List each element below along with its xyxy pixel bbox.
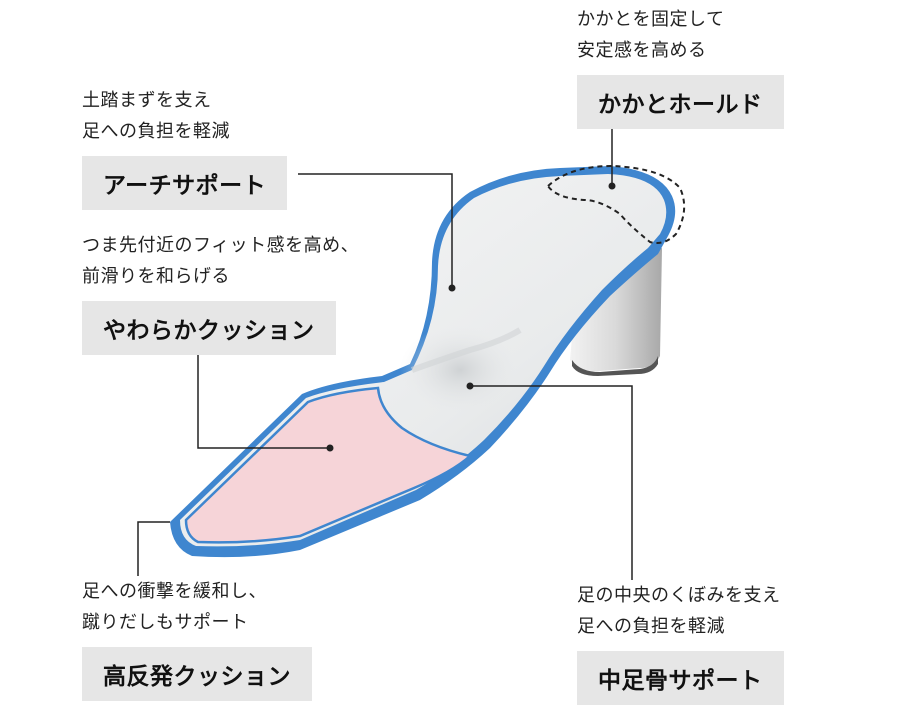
rebound-cushion-desc-2: 蹴りだしもサポート: [82, 612, 249, 633]
arch-support-label: アーチサポート: [82, 156, 288, 210]
arch-contour: [400, 325, 520, 415]
soft-cushion-desc-1: つま先付近のフィット感を高め、: [82, 235, 360, 256]
callout-metatarsal-support: 足の中央のくぼみを支え 足への負担を軽減 中足骨サポート: [577, 580, 784, 705]
leader-lines: [137, 118, 633, 580]
leader-line-rebound-cushion: [137, 521, 170, 576]
heel-hold-dashed-outline: [546, 164, 686, 244]
leader-line-metatarsal: [470, 385, 633, 580]
callout-arch-support: 土踏まずを支え 足への負担を軽減 アーチサポート: [82, 85, 288, 210]
arch-support-desc-2: 足への負担を軽減: [82, 121, 230, 142]
heel-hold-label: かかとホールド: [577, 75, 784, 129]
metatarsal-support-desc-1: 足の中央のくぼみを支え: [577, 585, 781, 606]
heel-hold-desc-1: かかとを固定して: [577, 9, 725, 30]
callout-soft-cushion: つま先付近のフィット感を高め、 前滑りを和らげる やわらかクッション: [82, 230, 359, 355]
callout-heel-hold: かかとを固定して 安定感を高める かかとホールド: [577, 4, 784, 129]
metatarsal-support-desc-2: 足への負担を軽減: [577, 616, 725, 637]
soft-cushion-label: やわらかクッション: [82, 301, 336, 355]
leader-line-arch: [298, 173, 453, 288]
soft-cushion-desc-2: 前滑りを和らげる: [82, 266, 230, 287]
rebound-cushion-label: 高反発クッション: [82, 647, 312, 701]
arch-support-desc-1: 土踏まずを支え: [82, 90, 212, 111]
rebound-cushion-desc-1: 足への衝撃を緩和し、: [82, 581, 267, 602]
callout-rebound-cushion: 足への衝撃を緩和し、 蹴りだしもサポート 高反発クッション: [82, 576, 312, 701]
leader-dots: [326, 182, 616, 452]
heel-hold-desc-2: 安定感を高める: [577, 40, 707, 61]
metatarsal-support-label: 中足骨サポート: [577, 651, 784, 705]
toe-pad: [184, 386, 473, 544]
leader-line-soft-cushion: [197, 348, 330, 449]
